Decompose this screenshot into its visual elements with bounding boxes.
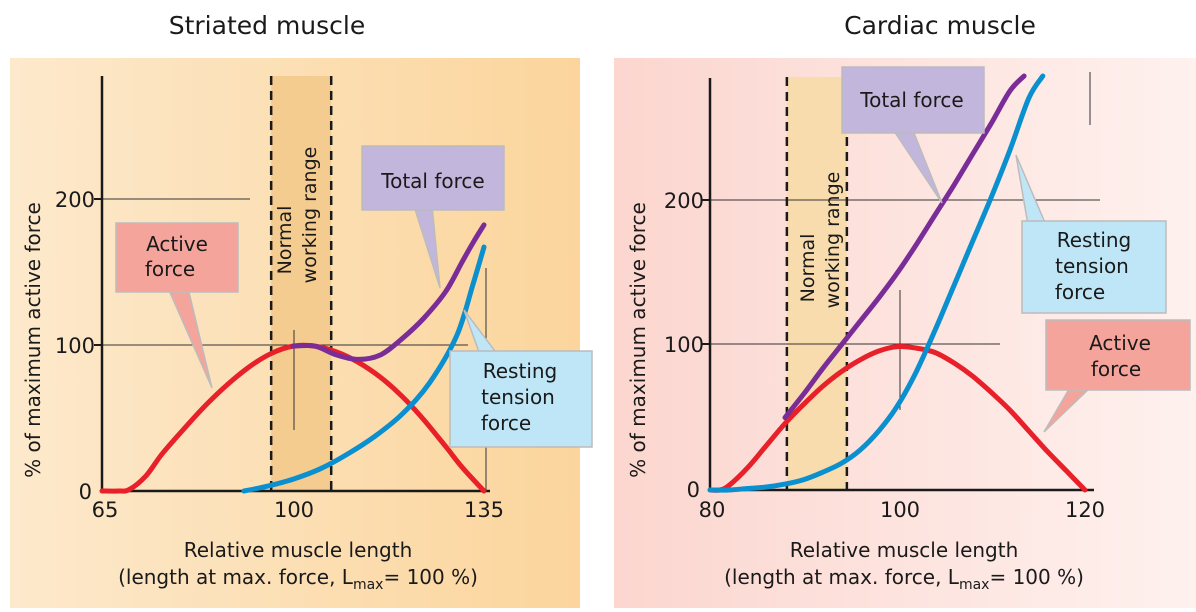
x-axis-label-prefix: (length at max. force, L [118,565,354,589]
y-axis-label: % of maximum active force [21,202,45,478]
chart-striated: Striated muscle Normal working range 65 … [10,11,593,608]
x-tick-label: 100 [274,498,314,522]
y-tick-label: 200 [55,188,95,212]
callout-text: Active [146,232,208,256]
callout-text: force [1091,357,1141,381]
callout-text: tension [1055,254,1129,278]
callout-text: tension [481,385,555,409]
callout-text: force [145,257,195,281]
x-axis-label-suffix: = 100 %) [989,565,1083,589]
total-force-callout: Total force [361,145,505,289]
x-axis-label-line2: (length at max. force, Lmax= 100 %) [724,565,1084,593]
chart-title: Cardiac muscle [844,11,1036,40]
tick-marks [94,198,102,346]
x-tick-label: 100 [880,498,920,522]
series-group [99,222,487,494]
callout-text: Active [1089,331,1151,355]
series-line-total-force [782,73,1027,421]
callout-text: force [481,411,531,435]
active-force-callout: Active force [115,222,239,389]
total-force-callout: Total force [841,66,985,204]
x-axis-label: Relative muscle length [790,538,1019,562]
callout-text: Total force [859,88,963,112]
x-axis-label-line2: (length at max. force, Lmax= 100 %) [118,565,478,593]
series-group [707,73,1088,493]
y-tick-label: 200 [664,189,704,213]
x-tick-label: 80 [699,498,726,522]
y-tick-label: 0 [687,478,700,502]
working-range-label-line2: working range [822,172,844,309]
x-tick-label: 135 [464,498,504,522]
x-axis-label-subscript: max [353,577,384,593]
series-line-total-force [290,222,487,362]
x-axis-label-subscript: max [959,577,990,593]
series-line-active-force [707,343,1088,493]
working-range-band [786,77,847,490]
series-line-active-force [99,342,487,494]
working-range-band [271,76,332,491]
working-range-label-line1: Normal [797,234,819,303]
working-range-label-line1: Normal [274,206,296,275]
x-tick-label: 65 [92,498,119,522]
callout-text: Resting [1057,228,1132,252]
y-tick-label: 0 [79,480,92,504]
chart-title: Striated muscle [169,11,366,40]
x-tick-label: 120 [1065,498,1105,522]
resting-tension-callout: Resting tension force [449,309,593,448]
chart-cardiac: Cardiac muscle Normal working range 80 1… [614,11,1196,608]
callout-text: Total force [380,169,484,193]
x-axis-label: Relative muscle length [184,538,413,562]
working-range-label-line2: working range [299,147,321,284]
series-line-resting-tension-force [707,73,1046,493]
callout-box [115,222,239,293]
tick-marks [702,199,710,345]
callout-box [361,145,505,211]
series-line-resting-tension-force [241,244,487,494]
y-tick-label: 100 [664,333,704,357]
callout-box [1021,220,1167,314]
y-axis-label: % of maximum active force [626,202,650,478]
y-tick-label: 100 [55,334,95,358]
x-axis-label-suffix: = 100 %) [383,565,477,589]
callout-text: Resting [483,359,558,383]
callout-box [841,66,985,134]
x-axis-label-prefix: (length at max. force, L [724,565,960,589]
callout-box [449,350,593,448]
callout-text: force [1055,280,1105,304]
resting-tension-callout: Resting tension force [1015,154,1167,314]
active-force-callout: Active force [1043,319,1191,433]
callout-box [1045,319,1191,391]
